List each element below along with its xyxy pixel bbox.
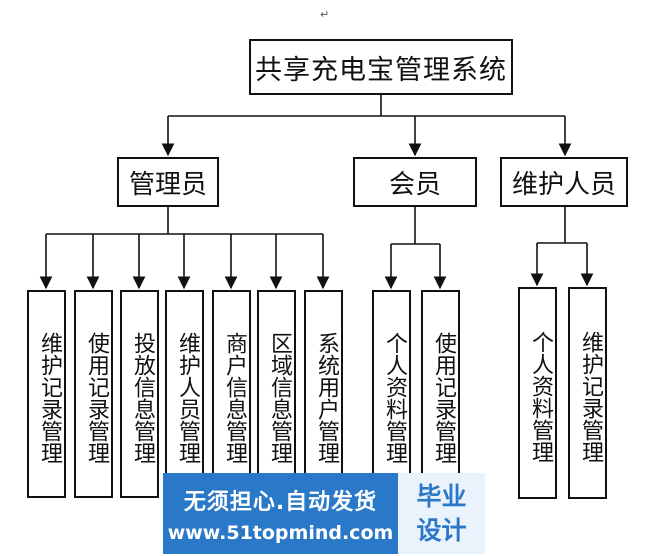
system-root-node: 共享充电宝管理系统 — [249, 39, 513, 95]
leaf-label: 商户信息管理 — [222, 332, 247, 464]
leaf-label: 使用记录管理 — [84, 332, 109, 464]
return-mark: ↵ — [320, 8, 330, 21]
leaf-label: 区域信息管理 — [267, 332, 292, 464]
role-label-admin: 管理员 — [128, 169, 207, 200]
watermark-badge: 毕业 设计 — [398, 473, 485, 554]
watermark-url: www.51topmind.com — [167, 521, 394, 544]
leaf-node-admin-maintainer-management: 维护人员管理 — [165, 290, 204, 498]
leaf-label: 维护记录管理 — [578, 331, 603, 463]
leaf-node-admin-system-users: 系统用户管理 — [304, 290, 343, 498]
leaf-label: 维护记录管理 — [37, 332, 62, 464]
leaf-label: 个人资料管理 — [382, 332, 407, 464]
leaf-label: 系统用户管理 — [314, 332, 339, 464]
system-root-label: 共享充电宝管理系统 — [255, 54, 507, 86]
watermark-badge-line1: 毕业 — [416, 481, 467, 511]
watermark-badge-line2: 设计 — [416, 515, 467, 545]
role-label-member: 会员 — [388, 169, 441, 200]
role-node-member: 会员 — [353, 157, 477, 207]
watermark-banner: 无须担心.自动发货 www.51topmind.com 毕业 设计 — [163, 473, 485, 554]
leaf-label: 使用记录管理 — [431, 332, 456, 464]
leaf-label: 维护人员管理 — [175, 332, 200, 464]
role-node-admin: 管理员 — [117, 157, 219, 207]
watermark-band: 无须担心.自动发货 www.51topmind.com — [163, 473, 398, 554]
leaf-node-admin-region-info: 区域信息管理 — [257, 290, 296, 498]
leaf-label: 投放信息管理 — [130, 332, 155, 464]
leaf-node-maintainer-profile: 个人资料管理 — [518, 287, 557, 499]
watermark-slogan: 无须担心.自动发货 — [183, 489, 378, 515]
leaf-node-admin-merchant-info: 商户信息管理 — [212, 290, 251, 498]
leaf-node-admin-placement-info: 投放信息管理 — [120, 290, 159, 498]
leaf-node-member-profile: 个人资料管理 — [372, 290, 411, 498]
leaf-node-member-usage-records: 使用记录管理 — [421, 290, 460, 498]
role-node-maintainer: 维护人员 — [500, 157, 628, 207]
role-label-maintainer: 维护人员 — [511, 169, 616, 200]
leaf-label: 个人资料管理 — [528, 331, 553, 463]
leaf-node-admin-maintenance-records: 维护记录管理 — [27, 290, 66, 498]
leaf-node-admin-usage-records: 使用记录管理 — [74, 290, 113, 498]
leaf-node-maintainer-maintenance-records: 维护记录管理 — [568, 287, 607, 499]
